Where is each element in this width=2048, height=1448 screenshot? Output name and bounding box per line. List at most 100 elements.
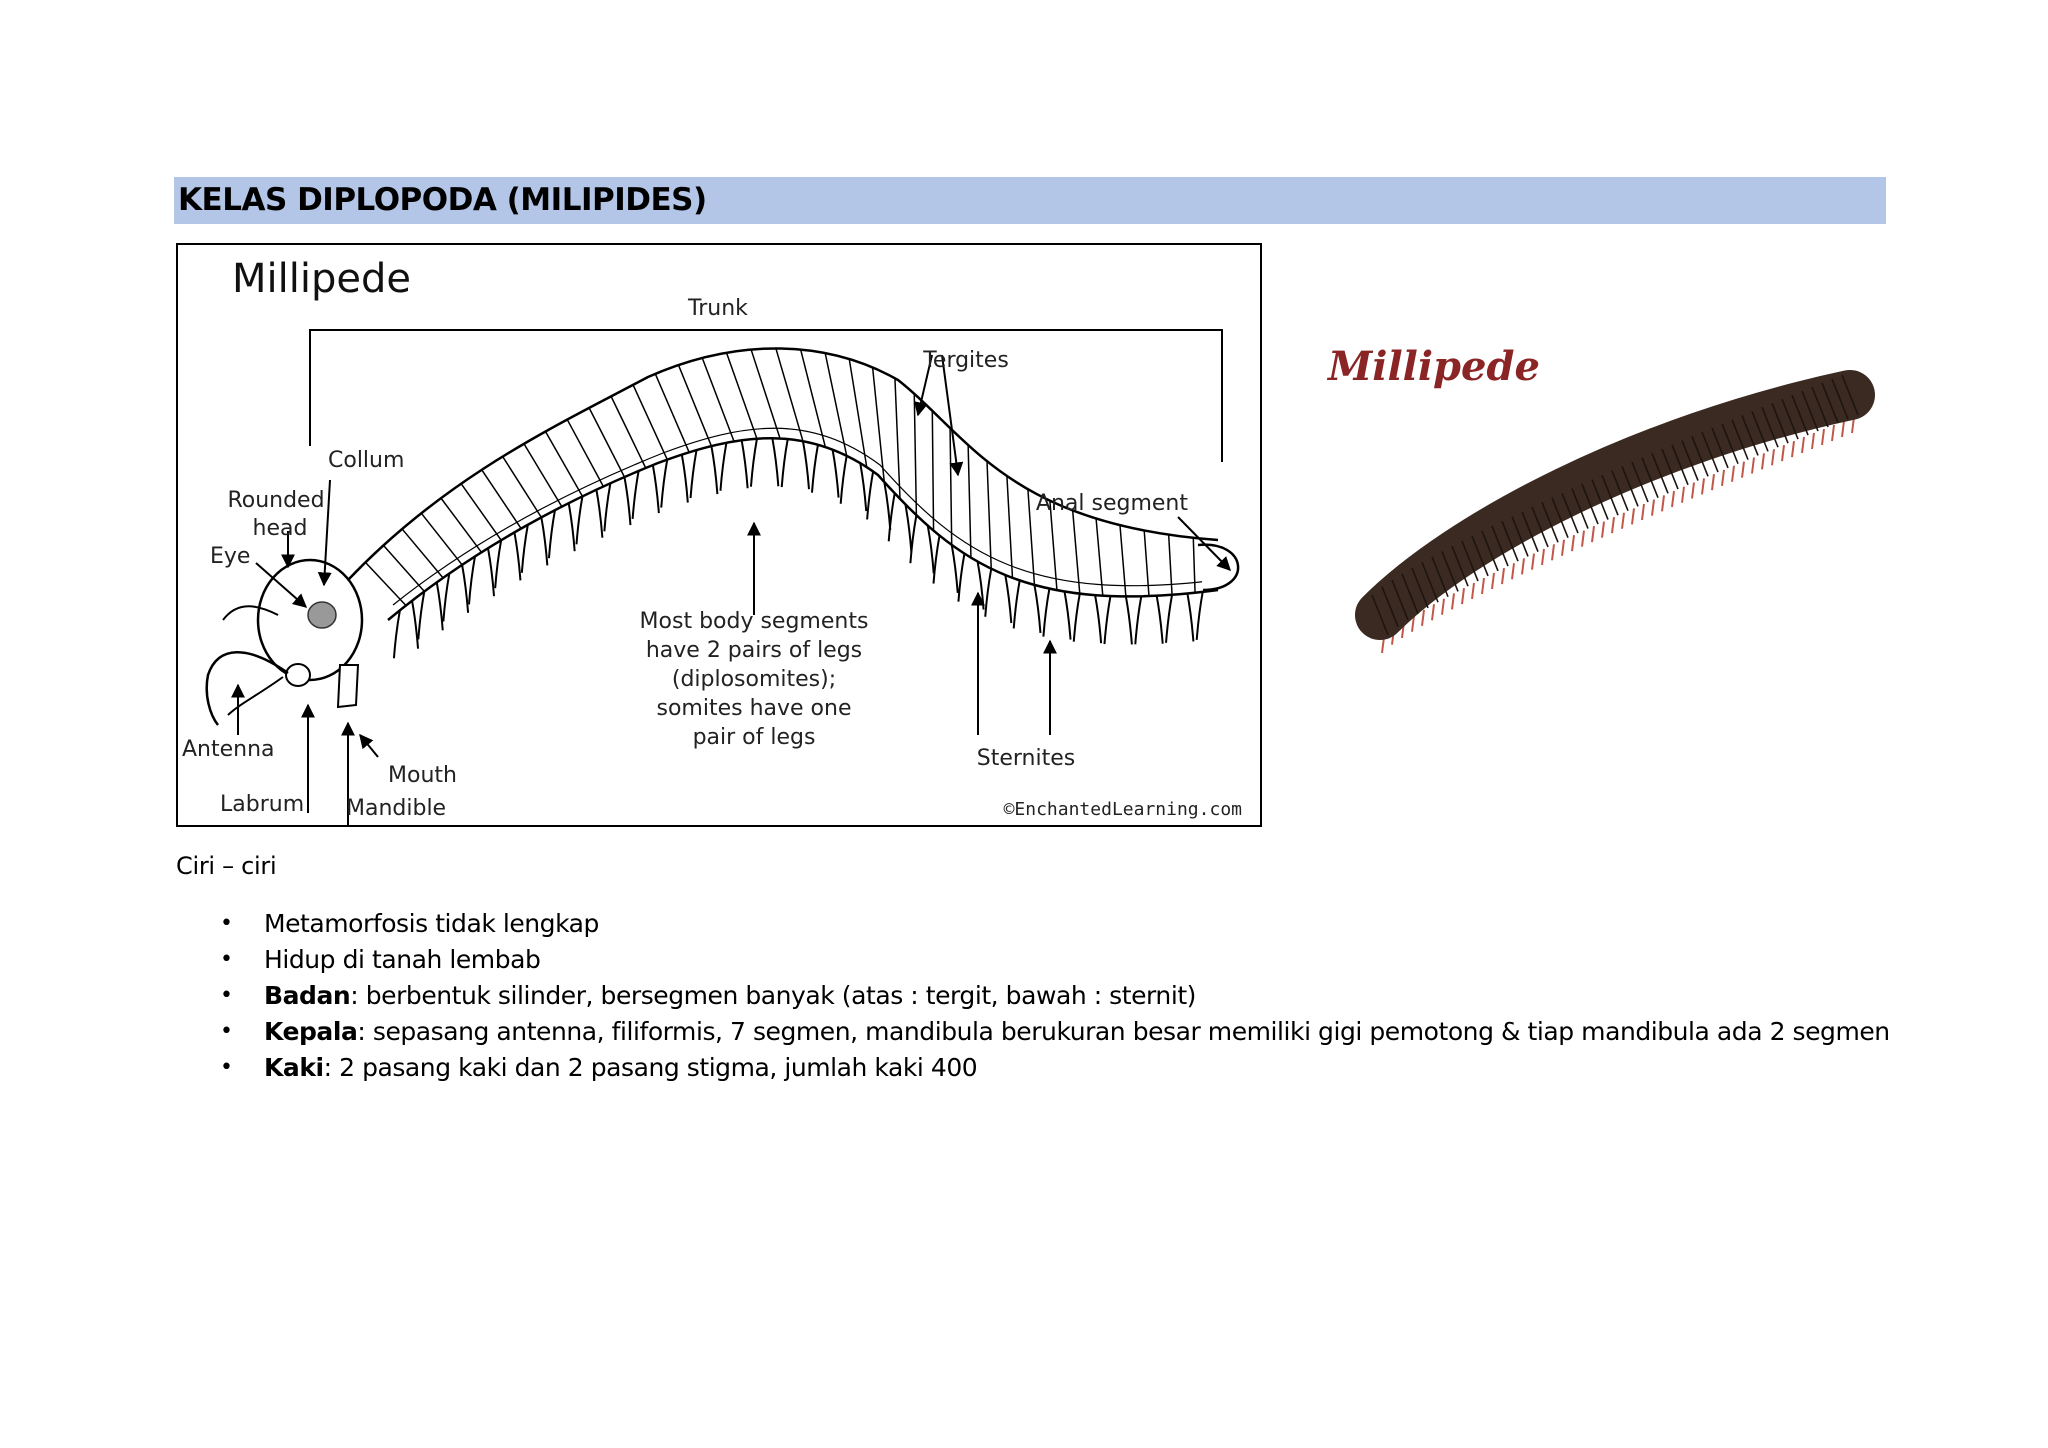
label-rounded-head-1: Rounded <box>227 488 324 513</box>
label-body-note-4: somites have one <box>657 696 852 721</box>
body-segment-line <box>401 528 444 579</box>
body-segment-line <box>1006 475 1014 578</box>
body-segment-line <box>382 544 425 592</box>
body-bottom-outline <box>387 437 1219 621</box>
leg-line <box>984 568 993 617</box>
photo-body-ring <box>1471 535 1489 577</box>
leg-line <box>494 540 503 589</box>
body-segment-line <box>654 373 690 453</box>
item-text: : berbentuk silinder, bersegmen banyak (… <box>350 981 1196 1010</box>
millipede-diagram-svg: Millipede Trunk <box>182 256 1242 825</box>
leg-line <box>540 517 549 566</box>
body-segment-line <box>420 512 463 566</box>
leg-line <box>467 556 476 605</box>
leg-line <box>411 600 420 649</box>
photo-body-ring <box>1741 415 1759 456</box>
photo-body-ring <box>1831 378 1849 420</box>
body-segment-line <box>1167 534 1173 595</box>
item-text: Metamorfosis tidak lengkap <box>264 909 599 938</box>
leg-line <box>771 438 780 487</box>
antenna-shape <box>205 651 289 726</box>
leg-line <box>1134 596 1143 645</box>
leg-line <box>909 515 918 564</box>
leg-line <box>926 525 935 574</box>
photo-body-ring <box>1581 483 1599 525</box>
bullet-dot: • <box>220 947 233 972</box>
leg-line <box>801 440 810 490</box>
antenna-shape-3 <box>222 605 279 621</box>
leg-line <box>623 476 632 526</box>
leg-line <box>1165 594 1174 643</box>
photo-leg <box>1771 449 1775 466</box>
photo-leg <box>1801 436 1805 454</box>
leg-line <box>719 442 728 491</box>
photo-body-ring <box>1821 382 1839 424</box>
photo-body-ring <box>1841 374 1859 416</box>
photo-body-ring <box>1721 423 1739 465</box>
body-segment-line <box>440 497 483 553</box>
leg-line <box>950 544 959 593</box>
body-segment-line <box>701 357 735 442</box>
leg-line <box>780 438 789 488</box>
photo-body-ring <box>1661 448 1679 490</box>
leg-line <box>417 591 426 640</box>
label-anal-segment: Anal segment <box>1036 491 1188 516</box>
photo-body-ring <box>1751 411 1769 452</box>
leg-line <box>1155 595 1164 644</box>
body-segment-line <box>1027 489 1036 586</box>
body-segment-line <box>986 461 992 569</box>
photo-leg <box>1751 457 1755 474</box>
photo-leg <box>1621 512 1625 529</box>
photo-leg <box>1781 445 1785 462</box>
label-body-note-1: Most body segments <box>640 609 869 634</box>
arrow-collum <box>317 479 332 587</box>
leg-line <box>1186 593 1195 642</box>
leg-line <box>859 462 868 512</box>
label-eye: Eye <box>210 544 250 569</box>
diagram-credit: ©EnchantedLearning.com <box>1004 799 1242 820</box>
body-segment-line <box>588 407 626 478</box>
photo-millipede-body <box>1355 370 1875 640</box>
photo-leg <box>1611 517 1615 534</box>
arrow-mouth <box>359 733 379 758</box>
photo-leg <box>1531 553 1535 570</box>
photo-leg <box>1421 609 1425 627</box>
body-segment-line <box>750 349 781 439</box>
body-segment-line <box>502 456 542 518</box>
photo-body-ring <box>1561 492 1579 534</box>
item-bold-term: Badan <box>264 981 351 1010</box>
body-segment-line <box>775 348 804 442</box>
photo-body-ring <box>1621 466 1639 507</box>
photo-body-ring <box>1771 402 1789 444</box>
photo-body-ring <box>1691 436 1709 477</box>
photo-body-ring <box>1371 594 1389 636</box>
photo-leg <box>1651 499 1655 516</box>
body-segment-line <box>848 358 868 468</box>
photo-body-ring <box>1761 406 1779 448</box>
label-antenna: Antenna <box>182 737 275 762</box>
leg-line <box>932 535 941 584</box>
item-text: : sepasang antenna, filiformis, 7 segmen… <box>357 1017 1890 1046</box>
arrow-anal-segment <box>1177 516 1231 571</box>
photo-body-ring <box>1701 431 1719 473</box>
photo-body-ring <box>1441 551 1459 592</box>
photo-leg <box>1691 482 1695 499</box>
label-rounded-head-2: head <box>253 516 308 541</box>
bullet-dot: • <box>220 911 233 936</box>
list-item: • Badan: berbentuk silinder, bersegmen ba… <box>176 978 1896 1014</box>
list-item: •Kaki: 2 pasang kaki dan 2 pasang stigma… <box>176 1050 1896 1086</box>
bullet-dot: • <box>220 983 233 1008</box>
photo-leg <box>1551 544 1555 561</box>
photo-leg <box>1591 525 1595 543</box>
leg-line <box>392 610 401 659</box>
photo-body-ring <box>1391 579 1409 621</box>
photo-leg <box>1461 588 1465 605</box>
leg-line <box>513 532 522 581</box>
item-bold-term: Kaki <box>264 1053 324 1082</box>
photo-body-ring <box>1511 516 1529 557</box>
leg-line <box>1004 574 1013 624</box>
leg-line <box>435 582 444 631</box>
photo-body-ring <box>1811 386 1829 428</box>
leg-line <box>831 449 840 498</box>
photo-leg <box>1841 420 1845 438</box>
